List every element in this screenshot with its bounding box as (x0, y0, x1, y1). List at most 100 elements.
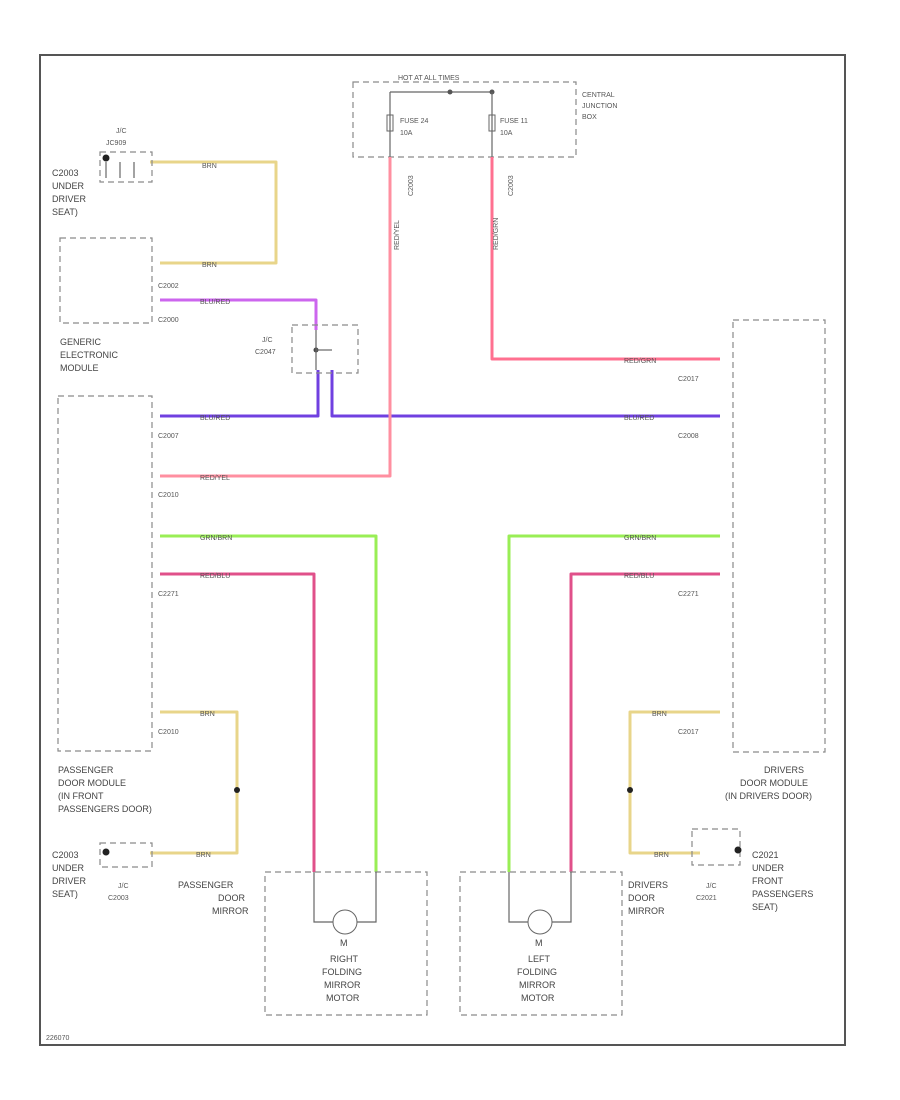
c2002-label: C2002 (158, 283, 179, 290)
wire-label-red-blu-r: RED/BLU (624, 573, 654, 580)
gem-label-1: GENERIC (60, 337, 102, 347)
pass-mirror-1: PASSENGER (178, 880, 234, 890)
wire-label-red-grn-v: RED/GRN (493, 218, 500, 250)
wire-brn-passenger (150, 710, 239, 855)
drv-brn-splice (627, 787, 633, 793)
drv-mirror-2: DOOR (628, 893, 656, 903)
c2003-top-1: C2003 (52, 168, 79, 178)
drv-module-1: DRIVERS (764, 765, 804, 775)
wire-blu-red-gem (160, 298, 318, 330)
wire-label-brn-pl: BRN (200, 711, 215, 718)
wire-label-red-grn: RED/GRN (624, 358, 656, 365)
wire-label-red-blu-l: RED/BLU (200, 573, 230, 580)
jc-bot-right-node (734, 846, 742, 854)
left-motor-4: MOTOR (521, 993, 555, 1003)
left-mirror-box (459, 871, 623, 1016)
wire-blu-red-right (330, 370, 720, 418)
wire-label-brn-dr-b: BRN (654, 852, 669, 859)
jc-bot-left-2: C2003 (108, 895, 129, 902)
c2021-5: SEAT) (752, 902, 778, 912)
fuse-24-amp: 10A (400, 130, 413, 137)
fuse-11-label: FUSE 11 (500, 118, 528, 125)
pass-module-1: PASSENGER (58, 765, 114, 775)
c2021-3: FRONT (752, 876, 783, 886)
right-motor-3: MIRROR (324, 980, 361, 990)
cjb-label-1: CENTRAL (582, 92, 615, 99)
drv-mirror-1: DRIVERS (628, 880, 668, 890)
fuse-box (352, 81, 577, 158)
left-motor-symbol (527, 909, 553, 935)
c2010-b-label: C2010 (158, 729, 179, 736)
pass-module-4: PASSENGERS DOOR) (58, 804, 152, 814)
wire-label-grn-brn-r: GRN/BRN (624, 535, 656, 542)
wire-label-blu-red-1: BLU/RED (200, 299, 230, 306)
c2017-t-label: C2017 (678, 376, 699, 383)
jc-bot-left-1: J/C (118, 883, 129, 890)
bus-node (447, 89, 453, 95)
gem-label-2: ELECTRONIC (60, 350, 119, 360)
fuse-24-symbol (386, 114, 394, 132)
wire-label-brn-dr: BRN (652, 711, 667, 718)
c2003-bot-4: SEAT) (52, 889, 78, 899)
c2003-vertical-2: C2003 (508, 175, 515, 196)
left-motor-m: M (535, 938, 543, 948)
jc-gem-box (291, 324, 359, 374)
wire-label-blu-red-3: BLU/RED (624, 415, 654, 422)
c2003-top-4: SEAT) (52, 207, 78, 217)
wire-grn-brn-left (160, 534, 378, 872)
right-mirror-box (264, 871, 428, 1016)
cjb-label-2: JUNCTION (582, 103, 617, 110)
left-motor-2: FOLDING (517, 967, 557, 977)
c2003-top-2: UNDER (52, 181, 85, 191)
c2008-label: C2008 (678, 433, 699, 440)
right-motor-m: M (340, 938, 348, 948)
cjb-label-3: BOX (582, 114, 597, 121)
jc-bot-right-2: C2021 (696, 895, 717, 902)
pass-module-3: (IN FRONT (58, 791, 104, 801)
jc-bot-left-box (99, 842, 153, 868)
drv-module-3: (IN DRIVERS DOOR) (725, 791, 812, 801)
fuse-box-title: HOT AT ALL TIMES (398, 75, 460, 82)
pass-mirror-3: MIRROR (212, 906, 249, 916)
jc-top-node (102, 154, 110, 162)
pass-mirror-2: DOOR (218, 893, 246, 903)
left-motor-1: LEFT (528, 954, 551, 964)
wire-grn-brn-right (507, 534, 720, 872)
right-motor-1: RIGHT (330, 954, 359, 964)
wire-label-grn-brn-l: GRN/BRN (200, 535, 232, 542)
gem-label-3: MODULE (60, 363, 99, 373)
c2007-label: C2007 (158, 433, 179, 440)
wire-blu-red-left (160, 370, 320, 418)
c2271-left-label: C2271 (158, 591, 179, 598)
gem-box (59, 237, 153, 324)
left-motor-3: MIRROR (519, 980, 556, 990)
fuse-24-label: FUSE 24 (400, 118, 429, 125)
c2021-2: UNDER (752, 863, 785, 873)
wire-label-brn-pl-b: BRN (196, 852, 211, 859)
diagram-code: 226070 (46, 1035, 69, 1042)
diagram-frame (39, 54, 846, 1046)
wire-red-blu-right (569, 572, 720, 872)
c2000-label: C2000 (158, 317, 179, 324)
c2010-label: C2010 (158, 492, 179, 499)
c2003-top-3: DRIVER (52, 194, 87, 204)
c2003-bot-1: C2003 (52, 850, 79, 860)
wire-label-red-yel: RED/YEL (200, 475, 230, 482)
driver-door-module-box (732, 319, 826, 753)
fuse-11-amp: 10A (500, 130, 513, 137)
wire-red-blu-left (160, 572, 316, 872)
jc-gem-label-1: J/C (262, 337, 273, 344)
wire-brn-driver (628, 710, 720, 855)
c2003-bot-3: DRIVER (52, 876, 87, 886)
right-motor-symbol (332, 909, 358, 935)
drv-mirror-3: MIRROR (628, 906, 665, 916)
jc-bot-left-node (102, 848, 110, 856)
wire-red-grn (490, 157, 720, 361)
jc-bot-right-box (691, 828, 741, 866)
wire-brn-top (150, 160, 278, 265)
wire-label-brn-top-2: BRN (202, 262, 217, 269)
jc-bot-right-1: J/C (706, 883, 717, 890)
c2021-1: C2021 (752, 850, 779, 860)
c2271-right-label: C2271 (678, 591, 699, 598)
